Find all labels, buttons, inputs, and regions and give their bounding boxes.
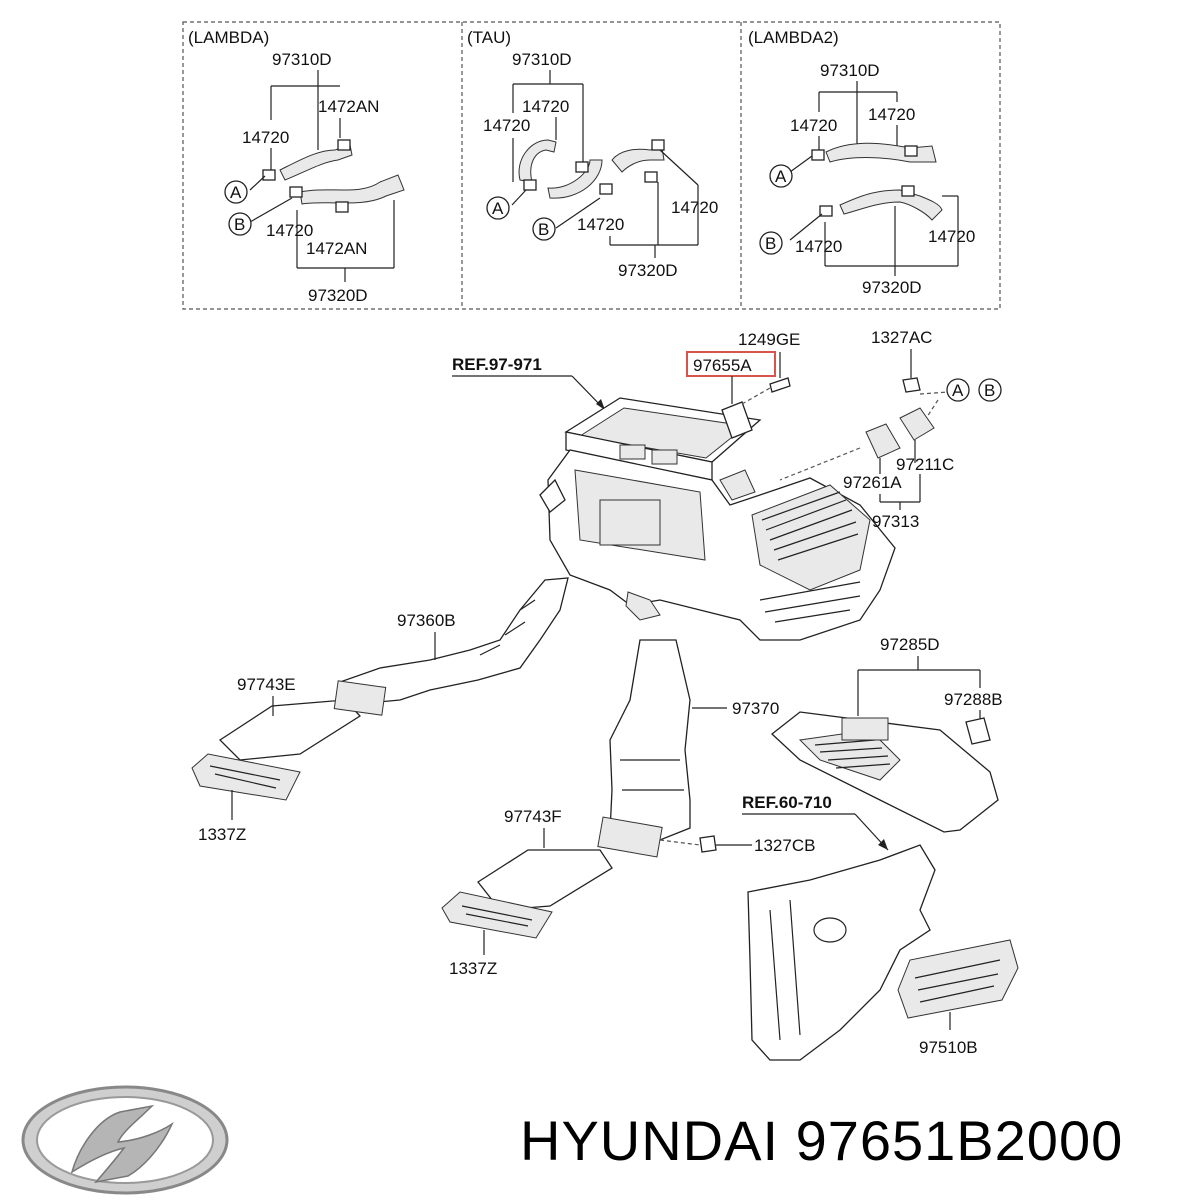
marker-b-icon (978, 378, 1002, 402)
vent-1337z-mid (441, 891, 553, 939)
marker-label: B (984, 381, 995, 400)
part-label-97313: 97313 (872, 512, 919, 531)
part-label: 97320D (618, 261, 678, 280)
part-label: 14720 (522, 97, 569, 116)
highlighted-part-label: 97655A (693, 356, 752, 375)
inset-lambda: (LAMBDA) 97310D 1472AN 14720 A B 14720 1… (188, 28, 405, 305)
marker-label: A (775, 167, 787, 186)
hyundai-logo (21, 1085, 229, 1195)
brand-caption: HYUNDAI 97651B2000 (520, 1109, 1124, 1172)
part-label-97211c: 97211C (896, 455, 954, 474)
part-label-97285d: 97285D (880, 635, 940, 654)
rear-panel (747, 844, 936, 1061)
inset-header: (TAU) (467, 28, 511, 47)
part-label: 97310D (512, 50, 572, 69)
inset-lambda2: (LAMBDA2) 97310D 14720 14720 A B 14720 1… (748, 28, 975, 297)
part-label-1249ge: 1249GE (738, 330, 800, 349)
part-label: 97320D (862, 278, 922, 297)
part-label-1327ac: 1327AC (871, 328, 932, 347)
seal-97655a (721, 401, 753, 439)
part-label-97743f: 97743F (504, 807, 562, 826)
part-label: 14720 (795, 237, 842, 256)
part-label: 97320D (308, 286, 368, 305)
vent-1337z-left (191, 753, 301, 801)
part-label-97288b: 97288B (944, 690, 1003, 709)
part-label: 14720 (928, 227, 975, 246)
part-label: 14720 (671, 198, 718, 217)
part-label: 14720 (868, 105, 915, 124)
marker-b-icon (532, 217, 556, 241)
inset-header: (LAMBDA) (188, 28, 269, 47)
ref-hvac-label: REF.97-971 (452, 355, 542, 374)
marker-label: B (234, 215, 245, 234)
marker-a-icon (946, 378, 970, 402)
inset-tau: (TAU) 97310D 14720 14720 A B 14720 14720… (467, 28, 718, 280)
marker-a-icon (224, 180, 248, 204)
part-label-97360b: 97360B (397, 611, 456, 630)
part-label: 14720 (577, 215, 624, 234)
marker-a-icon (769, 164, 793, 188)
part-label-1327cb: 1327CB (754, 836, 815, 855)
part-label-1337z-left: 1337Z (198, 825, 246, 844)
gasket-97211c (899, 407, 935, 441)
inset-header: (LAMBDA2) (748, 28, 839, 47)
marker-label: A (230, 183, 242, 202)
duct-97370 (609, 639, 691, 841)
vent-97510b (897, 939, 1019, 1019)
screw-1249ge (769, 377, 791, 393)
part-label: 14720 (483, 116, 530, 135)
ref-panel-label: REF.60-710 (742, 793, 832, 812)
marker-b-icon (228, 212, 252, 236)
part-label-97743e: 97743E (237, 675, 296, 694)
hvac-housing (539, 397, 896, 641)
marker-a-icon (486, 196, 510, 220)
part-label: 97310D (272, 50, 332, 69)
part-label-97261a: 97261A (843, 473, 902, 492)
highlight-box (686, 351, 776, 377)
main-assembly: REF.97-971 1249GE 97655A (191, 328, 1019, 1061)
part-label: 1472AN (318, 97, 379, 116)
part-label: 14720 (266, 221, 313, 240)
part-label: 1472AN (306, 239, 367, 258)
marker-label: B (765, 234, 776, 253)
part-label-1337z-mid: 1337Z (449, 959, 497, 978)
part-label-97370: 97370 (732, 699, 779, 718)
part-label-97510b: 97510B (919, 1038, 978, 1057)
part-label: 97310D (820, 61, 880, 80)
grommet-97261a (865, 423, 901, 459)
nut-1327cb (699, 835, 717, 853)
marker-label: A (492, 199, 504, 218)
marker-b-icon (759, 231, 783, 255)
inset-panel (182, 21, 1001, 310)
nut-1327ac (902, 377, 921, 393)
clip-97288b (965, 717, 991, 745)
marker-label: B (538, 220, 549, 239)
marker-label: A (952, 381, 964, 400)
part-label: 14720 (242, 128, 289, 147)
part-label: 14720 (790, 116, 837, 135)
